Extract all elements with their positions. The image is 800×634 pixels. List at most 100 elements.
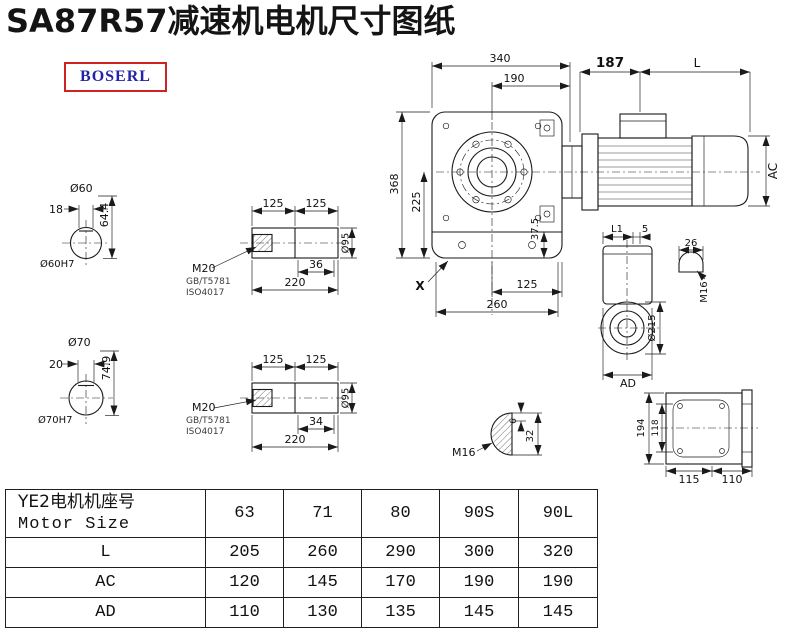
view-gearbox-side: L1 5 26 M16 Ø215 AD bbox=[598, 224, 710, 390]
label-dia70-fit: Ø70H7 bbox=[38, 414, 72, 426]
table-header-row: YE2电机机座号 Motor Size 63 71 80 90S 90L bbox=[5, 489, 598, 538]
table-row-AD: AD 110 130 135 145 145 bbox=[5, 597, 598, 628]
dim-keyway-18: 18 bbox=[49, 203, 63, 216]
L-80: 290 bbox=[361, 537, 440, 568]
dim-74-9: 74.9 bbox=[100, 356, 113, 381]
L-90l: 320 bbox=[518, 537, 598, 568]
dim-seg2-125-b: 125 bbox=[306, 353, 327, 366]
gearbox-body bbox=[431, 111, 563, 259]
dim-220-a: 220 bbox=[285, 276, 306, 289]
size-63: 63 bbox=[205, 489, 284, 538]
table-row-AC: AC 120 145 170 190 190 bbox=[5, 567, 598, 598]
dim-L1: L1 bbox=[611, 224, 623, 235]
table-header-motor-size: YE2电机机座号 Motor Size bbox=[5, 489, 206, 538]
dim-260: 260 bbox=[487, 298, 508, 311]
dim-seg2-125: 125 bbox=[306, 197, 327, 210]
view-shaft70-section: 20 74.9 Ø70 Ø70H7 bbox=[38, 336, 119, 426]
mounting-plate bbox=[741, 389, 753, 468]
size-90l: 90L bbox=[518, 489, 598, 538]
dim-keyway-20: 20 bbox=[49, 358, 63, 371]
label-std2-b: ISO4017 bbox=[186, 427, 224, 437]
shaft-a-thread-hole bbox=[252, 233, 273, 253]
dim-5: 5 bbox=[642, 224, 648, 235]
size-71: 71 bbox=[283, 489, 362, 538]
terminal-box bbox=[619, 113, 667, 139]
row-label-AC: AC bbox=[5, 567, 206, 598]
label-m16-key: M16 bbox=[452, 446, 476, 459]
AD-80: 135 bbox=[361, 597, 440, 628]
dim-187: 187 bbox=[596, 55, 624, 71]
dim-340: 340 bbox=[490, 52, 511, 65]
dim-125-bottom: 125 bbox=[517, 278, 538, 291]
flange-circle-outer bbox=[451, 131, 533, 213]
label-std1-a: GB/T5781 bbox=[186, 277, 231, 287]
view-key-detail: 6 32 M16 bbox=[452, 402, 542, 459]
dim-dia95-b: Ø95 bbox=[340, 388, 352, 409]
shaft60-circle bbox=[69, 226, 103, 260]
row-label-L: L bbox=[5, 537, 206, 568]
dim-dia95-a: Ø95 bbox=[340, 233, 352, 254]
AC-63: 120 bbox=[205, 567, 284, 598]
dim-368: 368 bbox=[388, 174, 401, 195]
dim-36: 36 bbox=[309, 258, 323, 271]
AC-80: 170 bbox=[361, 567, 440, 598]
dim-32: 32 bbox=[525, 430, 536, 443]
dim-118: 118 bbox=[651, 419, 661, 436]
label-m20-b: M20 bbox=[192, 401, 216, 414]
dim-seg1-125: 125 bbox=[263, 197, 284, 210]
size-90s: 90S bbox=[439, 489, 519, 538]
dim-190: 190 bbox=[504, 72, 525, 85]
dim-34: 34 bbox=[309, 415, 323, 428]
label-std2-a: ISO4017 bbox=[186, 288, 224, 298]
label-dia60: Ø60 bbox=[70, 182, 93, 195]
dim-220-b: 220 bbox=[285, 433, 306, 446]
dim-26: 26 bbox=[685, 238, 698, 249]
key-end-detail bbox=[678, 251, 704, 273]
dim-110: 110 bbox=[722, 473, 743, 486]
AC-90l: 190 bbox=[518, 567, 598, 598]
view-shaft-side-b: 125 125 M20 GB/T5781 ISO4017 34 220 Ø95 bbox=[186, 353, 357, 452]
L-71: 260 bbox=[283, 537, 362, 568]
fan-cowl bbox=[691, 135, 749, 207]
dim-37-5: 37.5 bbox=[530, 218, 541, 240]
AD-90l: 145 bbox=[518, 597, 598, 628]
view-output-flange: 194 118 115 110 bbox=[636, 389, 758, 486]
label-m20-a: M20 bbox=[192, 262, 216, 275]
view-shaft60-section: 18 64.4 Ø60 Ø60H7 bbox=[40, 182, 117, 270]
key-profile bbox=[490, 412, 513, 456]
dim-L: L bbox=[694, 56, 701, 70]
AD-71: 130 bbox=[283, 597, 362, 628]
label-dia70: Ø70 bbox=[68, 336, 91, 349]
motor-size-table: YE2电机机座号 Motor Size 63 71 80 90S 90L L 2… bbox=[5, 489, 598, 628]
L-90s: 300 bbox=[439, 537, 519, 568]
shaft-bore bbox=[476, 156, 508, 188]
label-dia60-fit: Ø60H7 bbox=[40, 258, 74, 270]
section-mark-x: X bbox=[415, 279, 425, 293]
AC-90s: 190 bbox=[439, 567, 519, 598]
AD-90s: 145 bbox=[439, 597, 519, 628]
dim-AD: AD bbox=[620, 377, 636, 390]
header-cn: YE2电机机座号 bbox=[18, 492, 135, 512]
dim-6: 6 bbox=[509, 418, 519, 424]
label-std1-b: GB/T5781 bbox=[186, 416, 231, 426]
AC-71: 145 bbox=[283, 567, 362, 598]
output-boss bbox=[600, 301, 654, 355]
side-body bbox=[602, 245, 653, 305]
dim-AC: AC bbox=[766, 163, 780, 179]
flange-body bbox=[665, 392, 743, 465]
header-en: Motor Size bbox=[18, 515, 131, 534]
AD-63: 110 bbox=[205, 597, 284, 628]
shaft70-circle bbox=[68, 380, 104, 416]
view-shaft-side-a: 125 125 M20 GB/T5781 ISO4017 36 220 Ø95 bbox=[186, 197, 357, 298]
brand-logo: BOSERL bbox=[64, 62, 167, 92]
shaft-b-thread-hole bbox=[252, 388, 273, 408]
L-63: 205 bbox=[205, 537, 284, 568]
dim-194: 194 bbox=[636, 418, 647, 437]
dim-64-4: 64.4 bbox=[98, 203, 111, 228]
dim-225: 225 bbox=[410, 192, 423, 213]
view-gearbox-front: X 340 190 368 225 37.5 125 bbox=[388, 52, 760, 317]
row-label-AD: AD bbox=[5, 597, 206, 628]
view-motor-side: 187 L AC bbox=[561, 55, 780, 211]
